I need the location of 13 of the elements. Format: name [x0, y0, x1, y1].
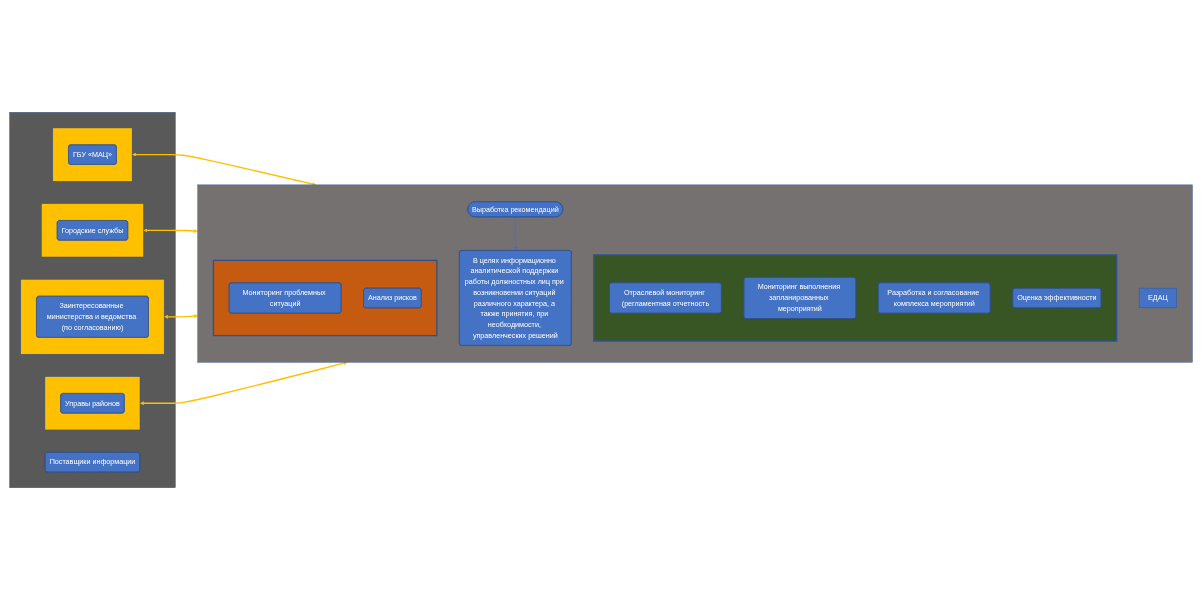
cluster [44, 375, 141, 430]
arrow [132, 152, 316, 186]
cluster [20, 278, 165, 354]
arrow [143, 227, 198, 233]
arrow [164, 313, 198, 319]
arrow [140, 360, 348, 405]
cluster [212, 259, 438, 336]
arrow [513, 215, 518, 251]
cluster [197, 184, 1193, 362]
cluster [41, 202, 144, 257]
cluster [9, 111, 176, 488]
cluster [593, 253, 1118, 342]
cluster [52, 127, 133, 181]
